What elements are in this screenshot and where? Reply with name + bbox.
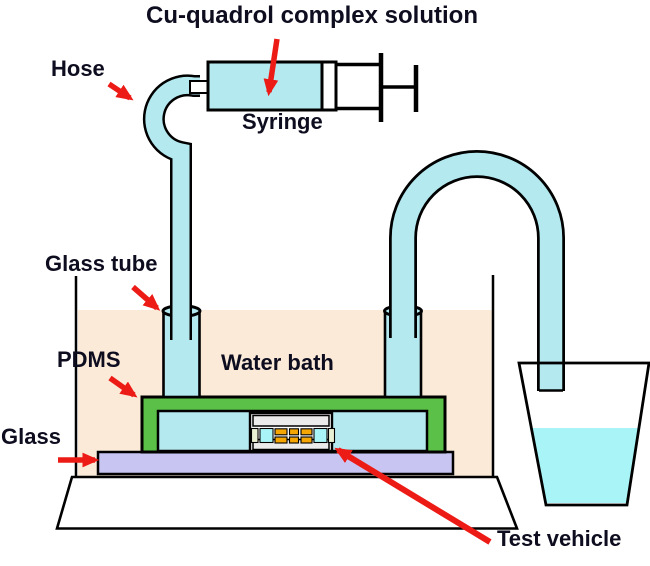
solder-joints (274, 428, 313, 444)
die-cyan-right (313, 427, 328, 444)
label-glass: Glass (1, 424, 61, 449)
label-pdms: PDMS (57, 347, 121, 372)
arrow-to-glass-tube (131, 284, 161, 311)
hose (142, 74, 200, 340)
base-stage (55, 475, 519, 530)
syringe-plunger (336, 53, 419, 122)
die-pale-left (250, 427, 259, 444)
label-syringe: Syringe (242, 109, 323, 134)
beaker-liquid (531, 428, 639, 503)
label-glass-tube: Glass tube (45, 251, 158, 276)
annotation-arrows (58, 38, 492, 545)
die-cyan-left (259, 427, 274, 444)
arrow-to-solution (263, 38, 280, 97)
glass-slide (96, 450, 455, 476)
die-pale-right (327, 427, 336, 444)
label-water-bath: Water bath (221, 350, 334, 375)
diagram-title: Cu-quadrol complex solution (145, 2, 478, 29)
syringe-nozzle (189, 80, 209, 94)
beaker-outline (517, 361, 650, 507)
label-hose: Hose (51, 56, 105, 81)
syringe (189, 53, 419, 122)
syringe-solution (206, 60, 324, 112)
test-vehicle (248, 411, 336, 453)
label-test-vehicle: Test vehicle (497, 526, 622, 551)
arrow-to-test-vehicle (334, 447, 492, 545)
outlet-arch-tube (389, 150, 565, 392)
arrow-to-pdms (108, 375, 138, 398)
arrow-to-hose (107, 81, 134, 101)
test-vehicle-top-substrate (252, 414, 330, 427)
